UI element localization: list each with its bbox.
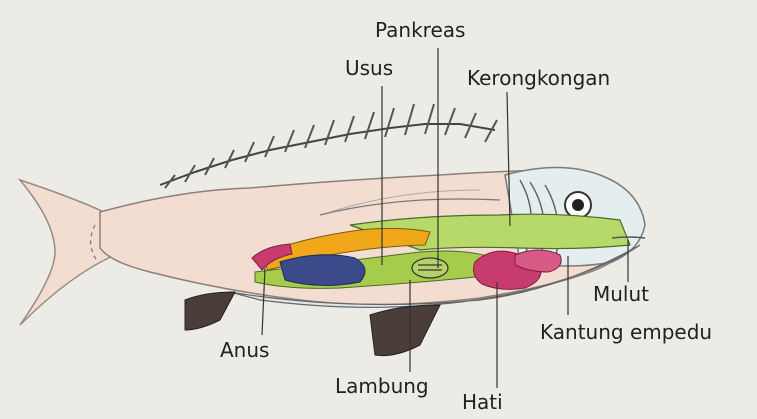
- label-anus: Anus: [220, 340, 269, 360]
- anal-fin: [370, 305, 440, 356]
- label-pankreas: Pankreas: [375, 20, 465, 40]
- label-usus: Usus: [345, 58, 393, 78]
- stomach-blue: [280, 255, 365, 286]
- label-lambung: Lambung: [335, 376, 429, 396]
- label-mulut: Mulut: [593, 284, 649, 304]
- label-kantung-empedu: Kantung empedu: [540, 322, 712, 342]
- tail-fin: [20, 180, 115, 325]
- label-hati: Hati: [462, 392, 503, 412]
- label-kerongkongan: Kerongkongan: [467, 68, 610, 88]
- pancreas-tissue: [412, 258, 448, 278]
- pelvic-fin: [185, 292, 235, 330]
